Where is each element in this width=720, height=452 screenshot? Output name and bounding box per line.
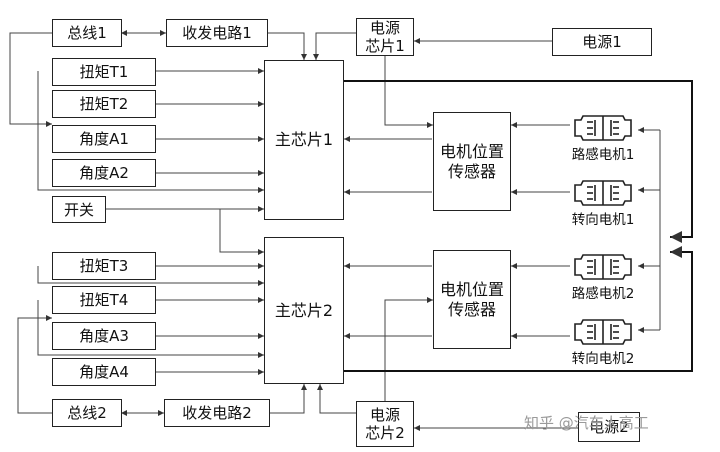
angle-a4-box: 角度A4	[52, 358, 156, 386]
power-chip1-line1: 电源	[369, 19, 400, 37]
power-chip2-line1: 电源	[369, 406, 400, 424]
road-feel-motor1-label: 路感电机1	[571, 147, 635, 163]
angle-a3-box: 角度A3	[52, 322, 156, 350]
transceiver1-box: 收发电路1	[166, 19, 268, 47]
angle-a1-box: 角度A1	[52, 125, 156, 153]
bus1-box: 总线1	[52, 19, 122, 47]
main-chip2-box: 主芯片2	[264, 237, 344, 384]
torque-t4-box: 扭矩T4	[52, 286, 156, 314]
motor-icon	[574, 115, 632, 141]
position-sensor2-box: 电机位置 传感器	[433, 250, 511, 349]
main-chip1-box: 主芯片1	[264, 60, 344, 220]
position-sensor1-box: 电机位置 传感器	[433, 112, 511, 211]
steering-motor1: 转向电机1	[568, 178, 638, 228]
angle-a2-box: 角度A2	[52, 159, 156, 187]
road-feel-motor2-label: 路感电机2	[571, 286, 635, 302]
power-chip2-box: 电源 芯片2	[356, 401, 414, 447]
steering-motor2-label: 转向电机2	[571, 351, 635, 367]
power-chip2-line2: 芯片2	[365, 424, 405, 442]
road-feel-motor2: 路感电机2	[568, 252, 638, 302]
steering-motor1-label: 转向电机1	[571, 212, 635, 228]
power1-box: 电源1	[552, 28, 652, 56]
motor-icon	[574, 180, 632, 206]
torque-t3-box: 扭矩T3	[52, 252, 156, 280]
torque-t2-box: 扭矩T2	[52, 90, 156, 118]
power-chip1-box: 电源 芯片1	[356, 18, 414, 56]
position-sensor1-line1: 电机位置	[439, 142, 504, 162]
bus2-box: 总线2	[52, 399, 122, 427]
transceiver2-box: 收发电路2	[164, 399, 270, 427]
torque-t1-box: 扭矩T1	[52, 58, 156, 86]
watermark: 知乎 @汽车人高工	[524, 414, 649, 432]
motor-icon	[574, 319, 632, 345]
position-sensor2-line1: 电机位置	[439, 280, 504, 300]
road-feel-motor1: 路感电机1	[568, 113, 638, 163]
position-sensor2-line2: 传感器	[447, 299, 496, 319]
position-sensor1-line2: 传感器	[447, 161, 496, 181]
switch-box: 开关	[52, 196, 106, 223]
motor-icon	[574, 254, 632, 280]
steering-motor2: 转向电机2	[568, 317, 638, 367]
power2-box: 电源2	[578, 412, 640, 442]
power-chip1-line2: 芯片1	[365, 37, 405, 55]
